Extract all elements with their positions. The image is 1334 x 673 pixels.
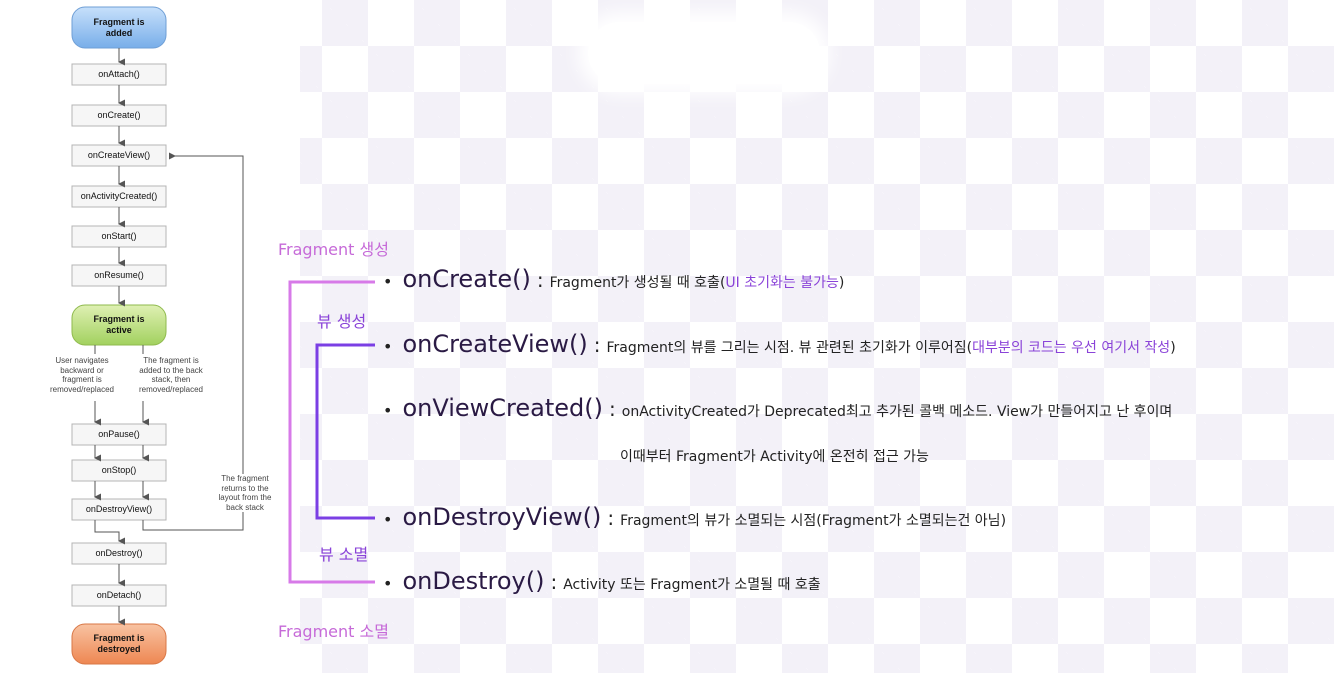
step-label: onDestroyView() [85, 504, 153, 515]
separator: : [607, 506, 615, 530]
separator: : [550, 570, 558, 594]
fragment-create-label: Fragment 생성 [278, 240, 389, 259]
on-view-created-item: • onViewCreated() : onActivityCreated가 D… [383, 394, 1172, 422]
step-label: onStop() [101, 465, 137, 476]
separator: : [593, 333, 601, 357]
bullet: • [383, 574, 393, 593]
view-destroy-label: 뷰 소멸 [319, 545, 369, 564]
method-desc-end: ) [1170, 340, 1176, 356]
bullet: • [383, 272, 393, 291]
method-desc: onActivityCreated가 Deprecated최고 추가된 콜백 메… [621, 404, 1173, 420]
step-box [71, 423, 167, 446]
on-destroy-item: • onDestroy() : Activity 또는 Fragment가 소멸… [383, 567, 821, 595]
method-desc: Activity 또는 Fragment가 소멸될 때 호출 [563, 577, 821, 593]
branch-left-note: User navigates backward or fragment is r… [49, 356, 115, 394]
on-view-created-desc-line2: 이때부터 Fragment가 Activity에 온전히 접근 가능 [620, 449, 929, 465]
return-note: The fragment returns to the layout from … [204, 474, 286, 513]
step-label: onCreate() [97, 110, 141, 121]
view-bracket [315, 343, 375, 520]
step-label: onStart() [101, 231, 137, 242]
step-label: onActivityCreated() [80, 191, 158, 202]
method-desc: Fragment가 생성될 때 호출( [549, 275, 726, 291]
on-create-item: • onCreate() : Fragment가 생성될 때 호출(UI 초기화… [383, 265, 844, 293]
method-name: onCreateView() [402, 330, 588, 358]
step-label: onAttach() [98, 69, 140, 80]
bullet: • [383, 510, 393, 529]
bullet: • [383, 337, 393, 356]
step-label: onCreateView() [87, 150, 151, 161]
lifecycle-diagram: Fragment is added onAttach() onCreate() … [0, 0, 300, 673]
on-create-view-item: • onCreateView() : Fragment의 뷰를 그리는 시점. … [383, 330, 1176, 358]
method-highlight: UI 초기화는 불가능 [725, 275, 839, 291]
branch-right-note: The fragment is added to the back stack,… [138, 356, 204, 394]
end-node-label: Fragment is destroyed [93, 633, 145, 654]
lifecycle-diagram-lines [71, 6, 244, 665]
start-node-label: Fragment is added [93, 16, 145, 38]
step-label: onPause() [98, 429, 140, 440]
step-box [71, 498, 167, 521]
method-desc: Fragment의 뷰가 소멸되는 시점(Fragment가 소멸되는건 아님) [620, 513, 1007, 529]
method-name: onDestroyView() [402, 503, 602, 531]
active-node-label: Fragment is active [93, 314, 145, 335]
step-label: onDetach() [96, 590, 142, 601]
fragment-destroy-label: Fragment 소멸 [278, 622, 389, 641]
step-label: onResume() [94, 270, 144, 281]
bullet: • [383, 401, 393, 420]
separator: : [609, 397, 616, 421]
method-desc-end: ) [838, 275, 845, 291]
step-label: onDestroy() [95, 548, 143, 559]
method-name: onDestroy() [402, 567, 545, 595]
step-box [71, 459, 167, 482]
view-create-label: 뷰 생성 [317, 312, 367, 331]
method-desc: Fragment의 뷰를 그리는 시점. 뷰 관련된 초기화가 이루어짐( [606, 340, 973, 356]
on-destroy-view-item: • onDestroyView() : Fragment의 뷰가 소멸되는 시점… [383, 503, 1006, 531]
method-name: onViewCreated() [402, 394, 603, 422]
method-name: onCreate() [402, 265, 531, 293]
separator: : [536, 268, 544, 292]
redacted-area [588, 22, 820, 84]
method-highlight: 대부분의 코드는 우선 여기서 작성 [972, 340, 1171, 356]
